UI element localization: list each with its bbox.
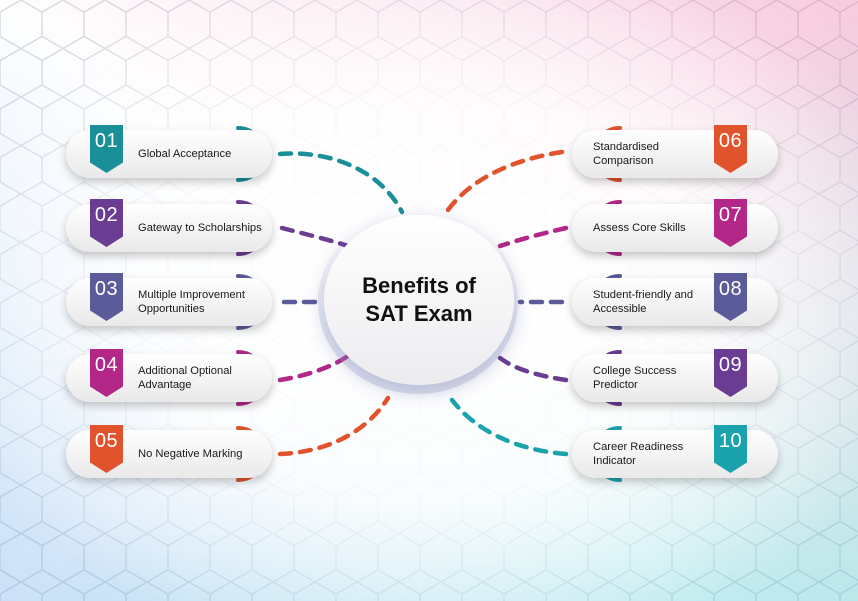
benefit-label: Gateway to Scholarships <box>138 222 262 234</box>
benefit-label: Student-friendly and Accessible <box>593 289 694 315</box>
benefit-label: Standardised Comparison <box>593 141 659 167</box>
benefit-label: Additional Optional Advantage <box>138 365 232 391</box>
diagram-title: Benefits of SAT Exam <box>362 273 476 326</box>
number-badge: 04 <box>90 349 123 397</box>
benefit-card-08: 08 Student-friendly and Accessible <box>572 273 778 326</box>
number-badge: 10 <box>714 425 747 473</box>
benefit-label: Career Readiness Indicator <box>593 441 684 467</box>
benefit-card-05: 05 No Negative Marking <box>66 425 272 478</box>
benefit-label: Assess Core Skills <box>593 222 686 234</box>
dashed-connector <box>277 151 405 215</box>
benefit-label: Global Acceptance <box>138 148 232 160</box>
benefit-card-10: 10 Career Readiness Indicator <box>572 425 778 478</box>
hub-circle: Benefits of SAT Exam <box>324 215 514 385</box>
benefit-label: No Negative Marking <box>138 448 243 460</box>
benefit-card-04: 04 Additional Optional Advantage <box>66 349 272 402</box>
benefit-card-09: 09 College Success Predictor <box>572 349 778 402</box>
number-badge: 03 <box>90 273 123 321</box>
number-badge: 09 <box>714 349 747 397</box>
benefit-card-07: 07 Assess Core Skills <box>572 199 778 252</box>
benefit-card-01: 01 Global Acceptance <box>66 125 272 178</box>
benefit-label: College Success Predictor <box>593 365 677 391</box>
dashed-connector <box>277 395 391 457</box>
dashed-connector <box>277 353 351 383</box>
benefit-label: Multiple Improvement Opportunities <box>138 289 245 315</box>
dashed-connector <box>449 397 569 457</box>
number-badge: 07 <box>714 199 747 247</box>
number-badge: 05 <box>90 425 123 473</box>
number-badge: 06 <box>714 125 747 173</box>
dashed-connector <box>497 355 569 383</box>
dashed-connector <box>279 225 351 249</box>
benefit-card-02: 02 Gateway to Scholarships <box>66 199 272 252</box>
number-badge: 01 <box>90 125 123 173</box>
dashed-connector <box>445 149 565 213</box>
dashed-connector <box>497 225 569 249</box>
benefit-card-06: 06 Standardised Comparison <box>572 125 778 178</box>
benefit-card-03: 03 Multiple Improvement Opportunities <box>66 273 272 326</box>
number-badge: 02 <box>90 199 123 247</box>
number-badge: 08 <box>714 273 747 321</box>
